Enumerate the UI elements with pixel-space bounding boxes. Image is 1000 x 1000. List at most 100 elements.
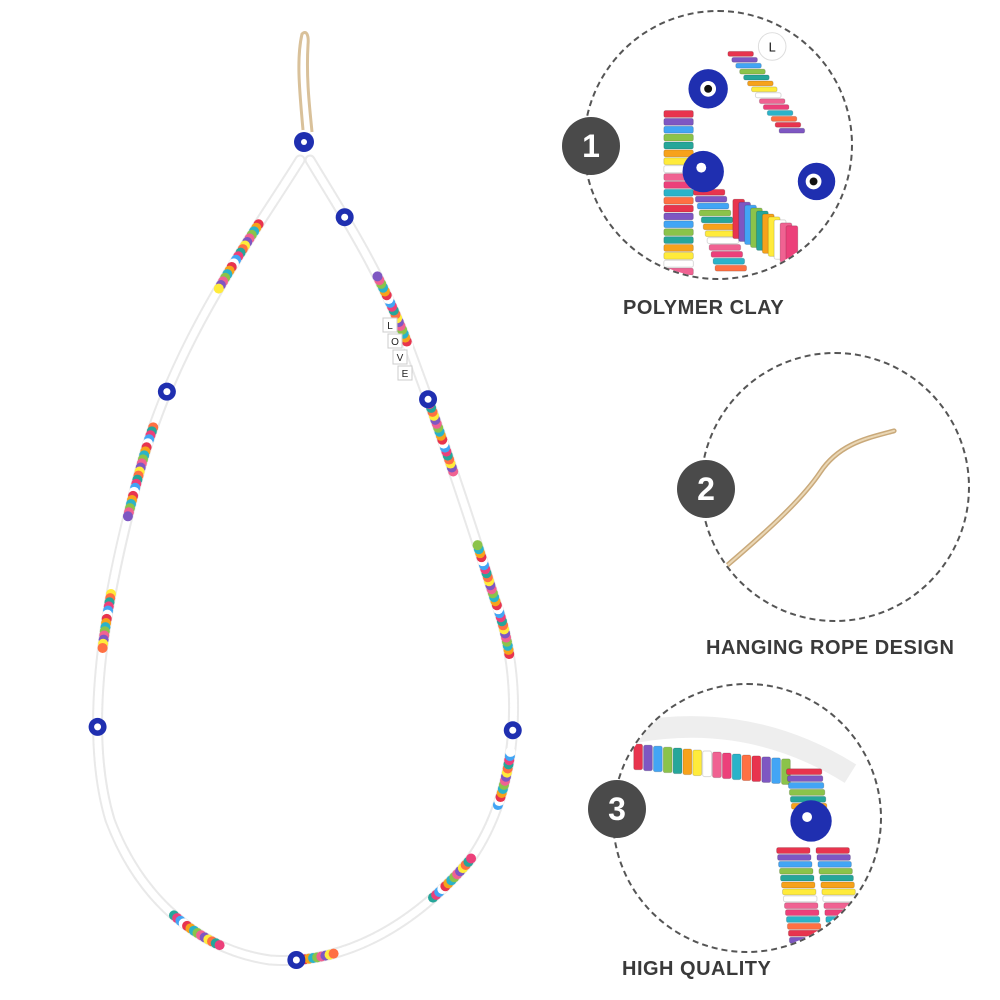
- clay-disc: [782, 895, 818, 903]
- clay-disc: [663, 204, 694, 213]
- clay-disc: [779, 867, 814, 875]
- clay-disc: [820, 881, 855, 889]
- clay-disc: [826, 922, 861, 930]
- colorful-bead-segments: [97, 219, 516, 966]
- clay-disc: [751, 86, 778, 93]
- clay-bead: [466, 853, 477, 864]
- clay-disc: [696, 202, 730, 210]
- clay-disc: [663, 110, 694, 118]
- feature-label-polymer-clay: POLYMER CLAY: [623, 297, 785, 319]
- clay-disc: [825, 916, 860, 923]
- clay-disc: [747, 80, 774, 87]
- letter-bead-o: O: [391, 337, 399, 348]
- clay-disc: [762, 104, 790, 111]
- clay-disc: [694, 195, 728, 203]
- clay-disc: [787, 929, 823, 937]
- clay-disc: [663, 244, 694, 252]
- clay-disc: [821, 888, 856, 896]
- detail-circle-high-quality: [612, 683, 882, 953]
- clay-disc: [663, 212, 694, 221]
- clay-disc: [823, 902, 858, 910]
- clay-disc: [828, 936, 863, 944]
- evil-eye-pupil: [94, 723, 102, 731]
- letter-bead-l: L: [387, 321, 393, 332]
- clay-disc: [663, 125, 694, 134]
- evil-eye-pupil: [292, 956, 300, 964]
- clay-disc: [663, 236, 694, 245]
- clay-disc: [778, 127, 806, 134]
- clay-disc: [704, 230, 738, 238]
- polymer-clay-closeup: L: [663, 32, 836, 278]
- clay-bead: [97, 642, 108, 653]
- evil-eye-pupil: [424, 395, 432, 403]
- clay-disc: [731, 753, 742, 781]
- clay-disc: [702, 223, 736, 231]
- clay-disc: [663, 220, 694, 229]
- clay-disc: [785, 916, 821, 923]
- clay-disc: [698, 209, 732, 217]
- clay-disc: [741, 754, 752, 782]
- clay-disc: [819, 874, 854, 882]
- clay-disc: [777, 853, 812, 861]
- clay-disc: [786, 775, 824, 783]
- clay-disc: [783, 902, 819, 910]
- clay-disc: [778, 860, 813, 868]
- clay-disc: [774, 121, 802, 128]
- clay-bead: [122, 511, 133, 522]
- clay-disc: [682, 748, 693, 776]
- clay-disc: [758, 98, 786, 105]
- detail-circle-polymer-clay: L: [583, 10, 853, 280]
- clay-disc: [824, 909, 859, 917]
- clay-disc: [816, 853, 851, 861]
- evil-eye-pupil: [163, 388, 171, 396]
- high-quality-closeup: [621, 716, 863, 944]
- evil-eye-beads: [88, 208, 522, 970]
- clay-disc: [692, 749, 703, 777]
- clay-disc: [776, 847, 811, 854]
- detail-circle-hanging-rope: [700, 352, 970, 622]
- clay-disc: [706, 237, 740, 245]
- clay-disc: [663, 275, 694, 278]
- clay-disc: [714, 264, 748, 272]
- clay-disc: [827, 929, 862, 937]
- clay-disc: [712, 257, 746, 265]
- clay-disc: [721, 752, 732, 780]
- clay-disc: [743, 74, 770, 81]
- clay-disc: [702, 750, 713, 778]
- clay-disc: [788, 936, 824, 944]
- feature-label-hanging-rope-design: HANGING ROPE DESIGN: [706, 637, 955, 659]
- clay-disc: [712, 751, 722, 779]
- clay-disc: [663, 149, 694, 158]
- clay-disc: [815, 847, 850, 854]
- letter-bead-e: E: [402, 369, 409, 380]
- clay-disc: [786, 922, 822, 930]
- clay-disc: [727, 50, 754, 57]
- clay-disc: [781, 888, 817, 896]
- feature-badge-2: 2: [677, 460, 735, 518]
- clay-bead: [214, 940, 225, 951]
- necklace-illustration: L O V E: [88, 31, 522, 970]
- letter-beads: L O V E: [382, 317, 413, 381]
- clay-bead: [213, 283, 224, 294]
- clay-disc: [739, 68, 766, 75]
- evil-eye-pupil: [509, 726, 517, 734]
- clay-disc: [731, 56, 758, 63]
- clay-disc: [700, 216, 734, 224]
- feature-badge-1: 1: [562, 117, 620, 175]
- clay-disc: [785, 768, 823, 776]
- clay-disc: [663, 251, 694, 260]
- clay-disc: [754, 92, 782, 99]
- clay-disc: [662, 746, 673, 774]
- clay-disc: [770, 115, 798, 122]
- clay-disc: [771, 757, 781, 785]
- clay-disc: [785, 225, 799, 266]
- rope-loop: [297, 31, 314, 133]
- clay-disc: [663, 259, 694, 268]
- clay-disc: [710, 250, 744, 258]
- clay-disc: [672, 747, 683, 775]
- svg-text:L: L: [769, 39, 776, 54]
- clay-disc: [708, 244, 742, 251]
- clay-disc: [643, 744, 653, 772]
- clay-disc: [766, 110, 794, 116]
